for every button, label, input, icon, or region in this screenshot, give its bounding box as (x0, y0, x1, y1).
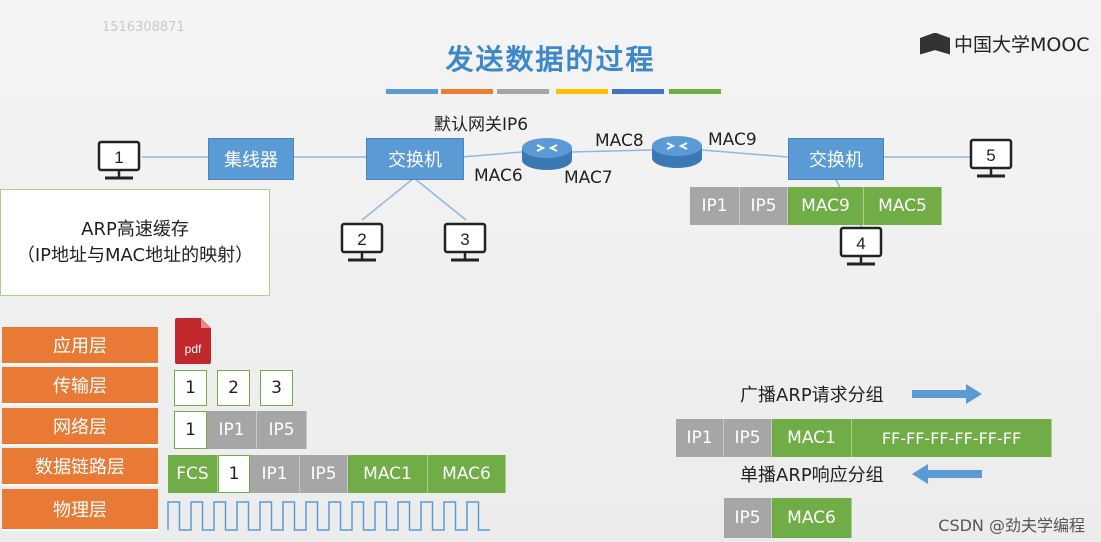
frame-field: MAC9 (788, 187, 864, 225)
router-icon (652, 136, 702, 168)
arp-cache-note: ARP高速缓存 （IP地址与MAC地址的映射） (0, 189, 270, 296)
mac6-label: MAC6 (474, 166, 523, 186)
physical-signal-wave (167, 501, 490, 531)
frame-field: IP1 (250, 455, 300, 493)
mooc-brand-text: 中国大学MOOC (954, 34, 1090, 56)
link-switch-host2 (361, 177, 415, 221)
arrow-left-icon (912, 464, 982, 484)
layer-network: 网络层 (2, 408, 158, 446)
packet-payload: 1 (174, 411, 207, 449)
host-5-label: 5 (986, 146, 995, 165)
arp-request-field: FF-FF-FF-FF-FF-FF (852, 419, 1052, 457)
stripe-3 (497, 89, 549, 94)
frame-field: IP5 (300, 455, 348, 493)
hub-node: 集线器 (208, 138, 294, 180)
link-switch-host3 (413, 177, 467, 221)
mac8-label: MAC8 (595, 131, 644, 151)
host-1-label: 1 (114, 148, 123, 167)
pdf-file-icon: pdf (175, 318, 211, 364)
link-router1-router2 (571, 149, 653, 153)
arp-reply-field: IP5 (724, 498, 772, 538)
arp-reply-field: MAC6 (772, 498, 852, 538)
slide-title: 发送数据的过程 (445, 43, 656, 76)
layer-physical: 物理层 (2, 489, 158, 531)
host-3-label: 3 (460, 230, 469, 249)
frame-field: MAC5 (864, 187, 942, 225)
frame-field: MAC1 (348, 455, 428, 493)
arp-reply-label: 单播ARP响应分组 (740, 465, 884, 486)
arp-request-field: IP1 (676, 419, 724, 457)
stripe-4 (556, 89, 608, 94)
computer-icon: 4 (839, 226, 883, 266)
arp-cache-title: ARP高速缓存 (81, 218, 189, 240)
arrow-right-icon (912, 384, 982, 404)
pdf-label: pdf (185, 342, 202, 356)
host-2-label: 2 (357, 230, 366, 249)
transport-segment: 3 (260, 370, 293, 406)
gateway-label: 默认网关IP6 (434, 115, 529, 135)
stripe-5 (612, 89, 664, 94)
frame-field: IP1 (690, 187, 740, 225)
computer-icon: 1 (97, 140, 141, 180)
arp-request-label: 广播ARP请求分组 (740, 385, 884, 406)
transport-segment: 1 (174, 370, 207, 406)
stripe-6 (669, 89, 721, 94)
router-icon (522, 138, 572, 170)
computer-icon: 3 (443, 222, 487, 262)
watermark-id: 1516308871 (102, 20, 185, 35)
arp-request-field: IP5 (724, 419, 772, 457)
switch-left-node: 交换机 (366, 138, 464, 180)
stripe-1 (386, 89, 438, 94)
packet-header-field: IP5 (257, 411, 307, 449)
frame-field: MAC6 (428, 455, 506, 493)
frame-field: IP5 (740, 187, 788, 225)
link-router2-switch (701, 149, 789, 158)
link-switch-router1 (461, 151, 523, 158)
packet-header-field: IP1 (207, 411, 257, 449)
csdn-credit: CSDN @劲夫学编程 (938, 516, 1085, 535)
host-4-label: 4 (856, 234, 865, 253)
arp-request-field: MAC1 (772, 419, 852, 457)
layer-datalink: 数据链路层 (2, 448, 158, 486)
mac9-label: MAC9 (708, 130, 757, 150)
arp-cache-desc: （IP地址与MAC地址的映射） (16, 244, 254, 266)
stripe-2 (441, 89, 493, 94)
switch-right-node: 交换机 (788, 138, 884, 180)
layer-application: 应用层 (2, 327, 158, 365)
layer-transport: 传输层 (2, 367, 158, 405)
frame-payload: 1 (218, 455, 250, 493)
transport-segment: 2 (217, 370, 250, 406)
mac7-label: MAC7 (564, 168, 613, 188)
computer-icon: 2 (340, 222, 384, 262)
mooc-brand: 中国大学MOOC (920, 30, 1090, 57)
frame-trailer: FCS (168, 455, 218, 493)
computer-icon: 5 (969, 138, 1013, 178)
mooc-logo-icon (920, 32, 950, 55)
